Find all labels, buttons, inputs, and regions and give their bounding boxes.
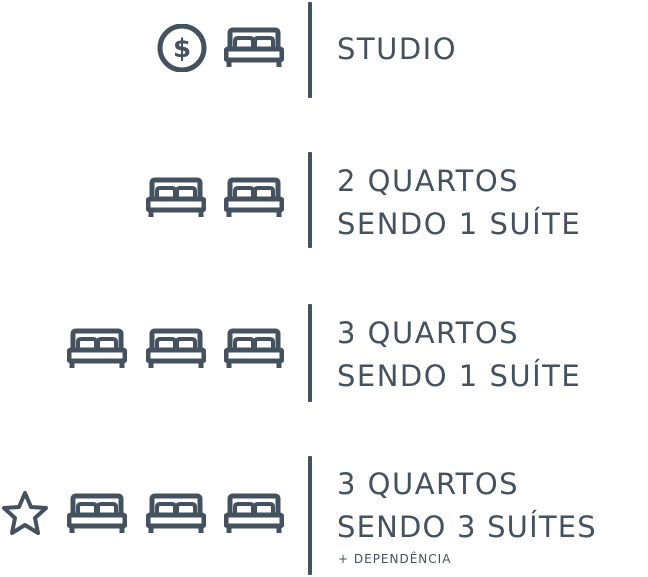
svg-text:$: $: [173, 34, 191, 64]
divider: [308, 2, 312, 98]
row-subtitle: SENDO 3 SUÍTES: [337, 510, 597, 544]
row-subtitle: SENDO 1 SUÍTE: [337, 359, 582, 393]
bed-icon: [67, 328, 127, 370]
bed-icon: [67, 493, 127, 535]
bed-icon: [146, 493, 206, 535]
divider: [308, 304, 312, 402]
bed-icon: [224, 328, 284, 370]
divider: [308, 456, 312, 575]
row-title: 3 QUARTOS: [337, 467, 520, 501]
row-title: 2 QUARTOS: [337, 164, 520, 198]
row-title: STUDIO: [337, 32, 458, 66]
row-2-quartos: 2 QUARTOS SENDO 1 SUÍTE: [0, 150, 648, 250]
bed-icon: [146, 177, 206, 219]
row-note: + DEPENDÊNCIA: [338, 552, 452, 566]
bed-icon: [224, 27, 284, 69]
bed-icon: [224, 493, 284, 535]
star-icon: [0, 490, 50, 536]
bed-icon: [224, 177, 284, 219]
row-3-quartos-3-suites: 3 QUARTOS SENDO 3 SUÍTES + DEPENDÊNCIA: [0, 454, 648, 577]
row-subtitle: SENDO 1 SUÍTE: [337, 207, 582, 241]
row-studio: $ STUDIO: [0, 0, 648, 100]
dollar-circle-icon: $: [154, 24, 210, 72]
row-title: 3 QUARTOS: [337, 316, 520, 350]
bed-icon: [146, 328, 206, 370]
row-3-quartos-1-suite: 3 QUARTOS SENDO 1 SUÍTE: [0, 302, 648, 402]
divider: [308, 152, 312, 248]
